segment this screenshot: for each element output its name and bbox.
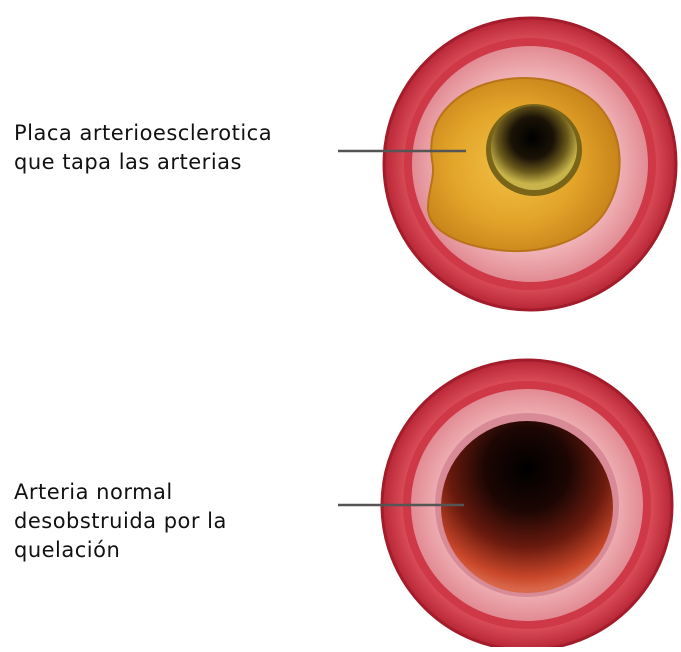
normal-artery: [382, 360, 672, 647]
label-blocked-artery: Placa arterioesclerotica que tapa las ar…: [14, 119, 272, 177]
label-blocked-line-2: que tapa las arterias: [14, 148, 272, 177]
label-normal-artery: Arteria normal desobstruida por la quela…: [14, 478, 227, 565]
label-normal-line-3: quelación: [14, 536, 227, 565]
label-normal-line-2: desobstruida por la: [14, 507, 227, 536]
open-lumen: [441, 421, 613, 593]
label-blocked-line-1: Placa arterioesclerotica: [14, 119, 272, 148]
label-normal-line-1: Arteria normal: [14, 478, 227, 507]
narrow-lumen: [491, 106, 577, 190]
blocked-artery: [384, 18, 676, 310]
